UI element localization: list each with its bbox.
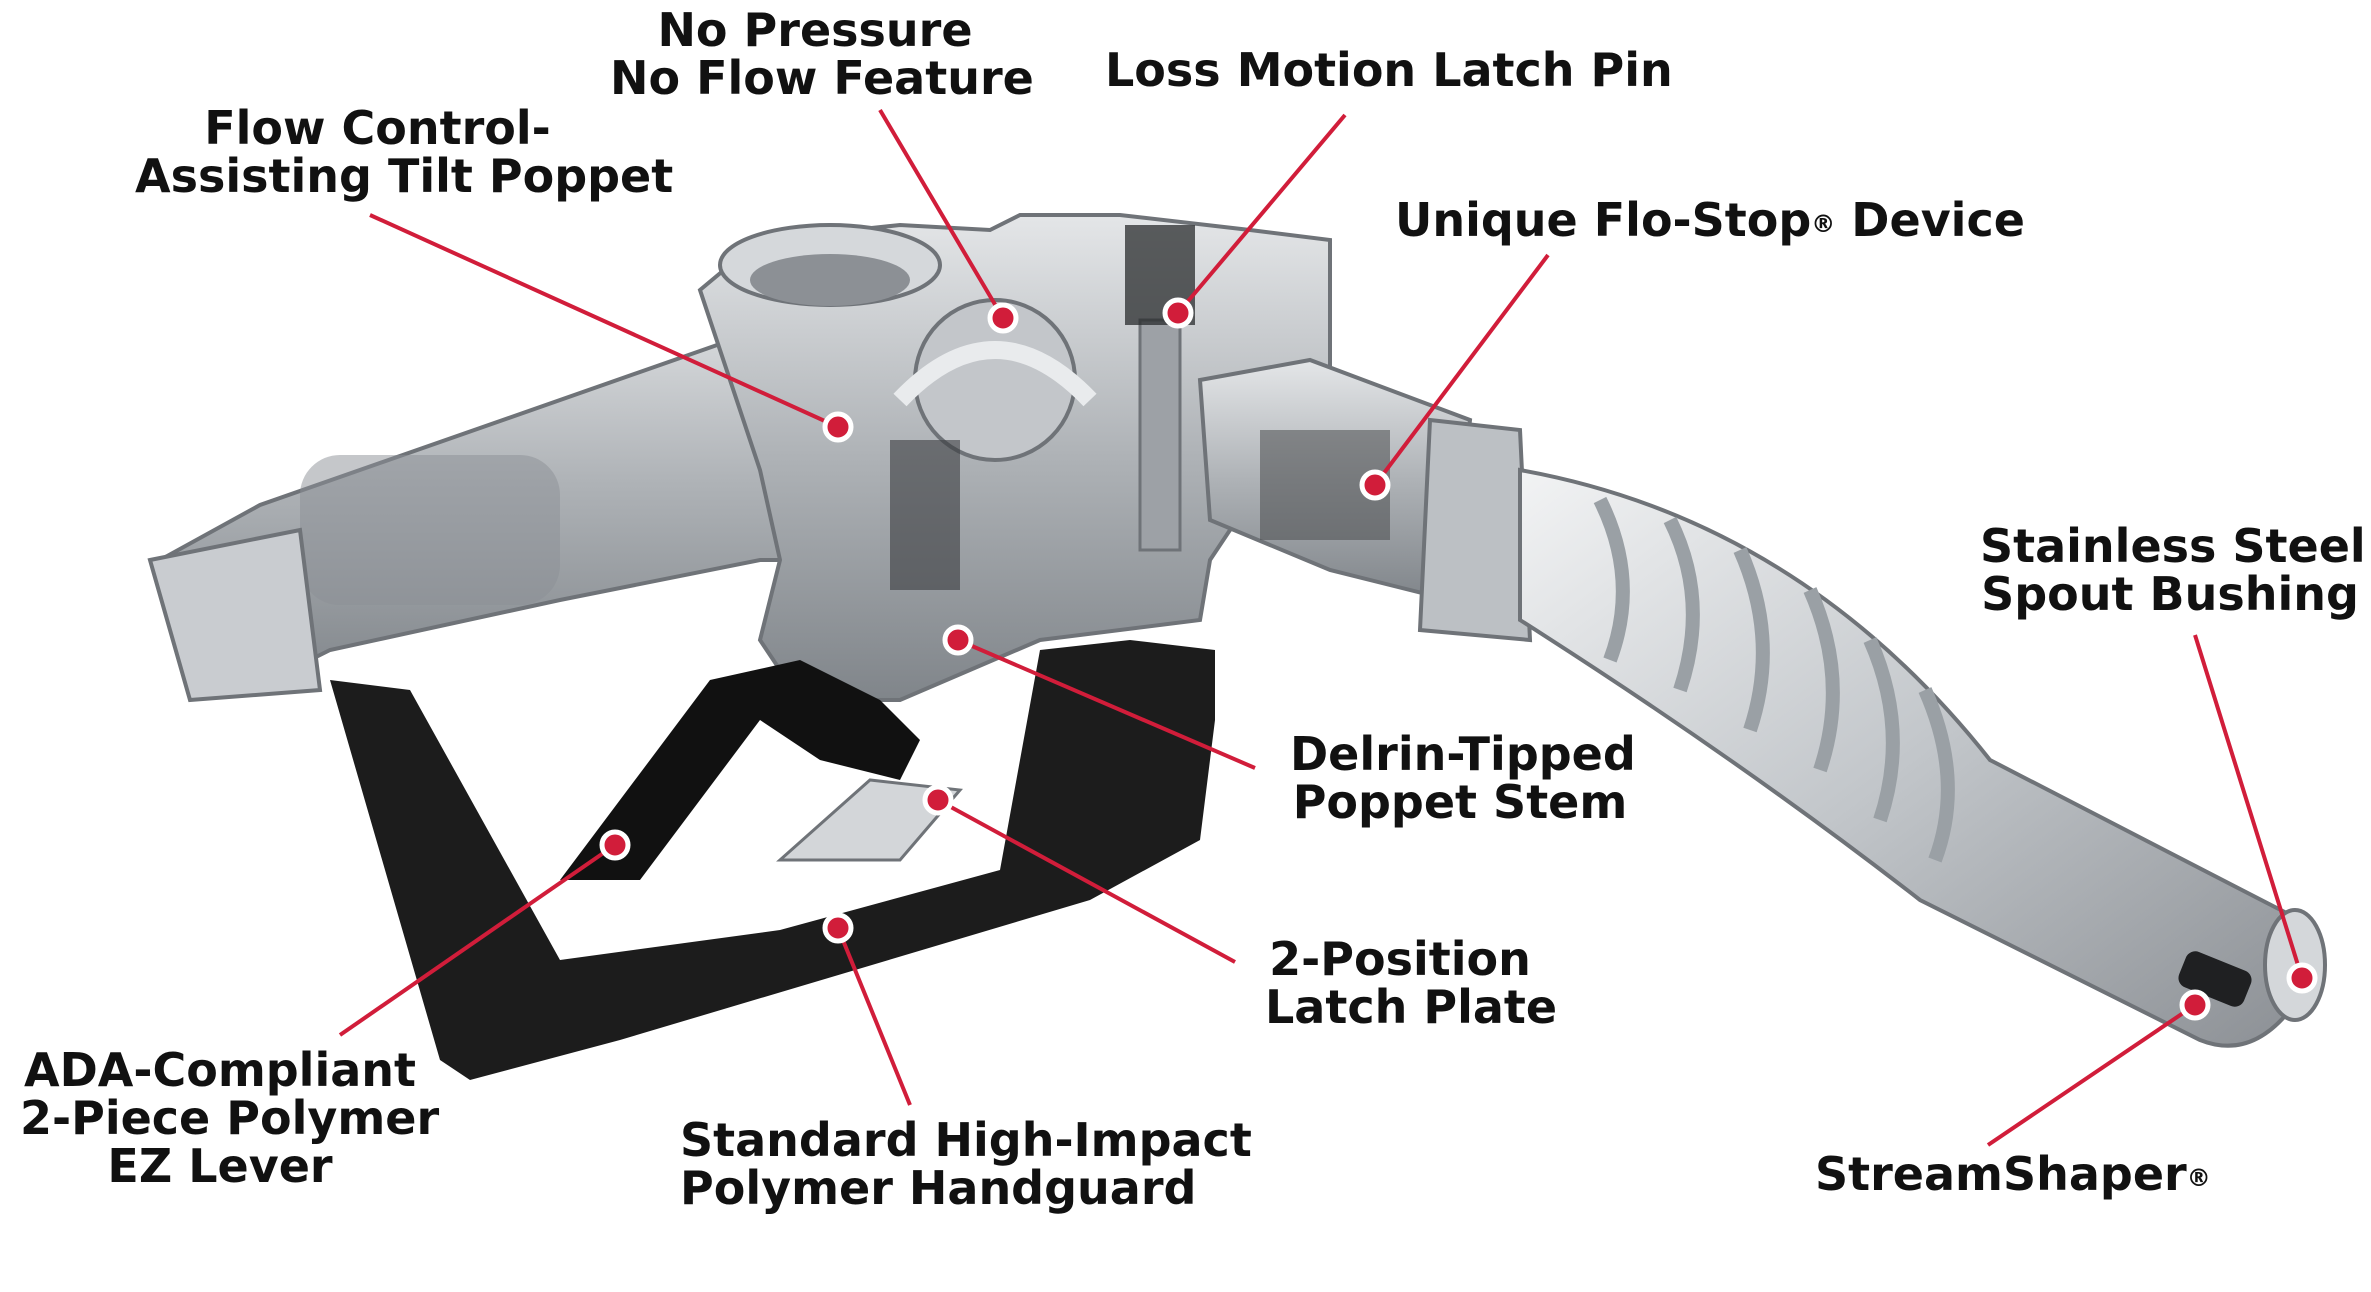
leader-handguard — [836, 927, 912, 1106]
label-line: Stainless Steel — [1980, 519, 2366, 573]
label-line: Spout Bushing — [1981, 567, 2359, 621]
callout-dot-icon — [922, 784, 954, 816]
callout-dot-icon — [2286, 962, 2318, 994]
label-text: StreamShaper — [1815, 1147, 2187, 1201]
registered-mark: ® — [1811, 210, 1836, 238]
label-flo-stop: Unique Flo-Stop® Device — [1395, 193, 2025, 247]
label-delrin: Delrin-Tipped Poppet Stem — [1290, 727, 1636, 829]
callout-dot-icon — [987, 302, 1019, 334]
label-line: Standard High-Impact — [680, 1113, 1252, 1167]
label-stainless: Stainless Steel Spout Bushing — [1980, 519, 2366, 621]
label-line: 2-Piece Polymer — [20, 1091, 440, 1145]
flo-stop-housing — [1197, 357, 1533, 643]
label-ada: ADA-Compliant 2-Piece Polymer EZ Lever — [20, 1043, 440, 1193]
leader-flo-stop — [1373, 253, 1550, 487]
callout-dot-icon — [822, 411, 854, 443]
label-line: Poppet Stem — [1292, 775, 1628, 829]
valve-body — [697, 213, 1332, 702]
leader-ada — [338, 843, 617, 1037]
callout-dot-icon — [1359, 469, 1391, 501]
label-line: EZ Lever — [107, 1139, 333, 1193]
leader-delrin — [957, 638, 1256, 770]
label-loss-motion: Loss Motion Latch Pin — [1105, 43, 1673, 97]
label-line: No Flow Feature — [610, 51, 1034, 105]
label-line: Latch Plate — [1265, 980, 1558, 1034]
callout-dot-icon — [1162, 297, 1194, 329]
label-text: Device — [1835, 193, 2025, 247]
leader-stainless — [2193, 634, 2304, 979]
label-line: 2-Position — [1269, 932, 1531, 986]
label-line: Delrin-Tipped — [1290, 727, 1636, 781]
label-handguard: Standard High-Impact Polymer Handguard — [680, 1113, 1252, 1215]
label-streamshaper: StreamShaper® — [1815, 1150, 2211, 1198]
label-no-pressure: No Pressure No Flow Feature — [610, 3, 1034, 105]
leader-no-pressure — [878, 108, 1005, 320]
callout-dot-icon — [942, 624, 974, 656]
registered-mark: ® — [2186, 1164, 2211, 1192]
label-line: StreamShaper® — [1815, 1150, 2211, 1198]
label-text: Unique Flo-Stop — [1395, 193, 1812, 247]
label-line: Unique Flo-Stop® Device — [1395, 193, 2025, 247]
label-line: No Pressure — [657, 3, 973, 57]
leader-streamshaper — [1986, 1003, 2197, 1147]
handguard — [330, 640, 1215, 1080]
leader-latch-plate — [937, 798, 1236, 964]
label-flow-control: Flow Control- Assisting Tilt Poppet — [135, 101, 674, 203]
callout-dot-icon — [599, 829, 631, 861]
label-latch-plate: 2-Position Latch Plate — [1265, 932, 1558, 1034]
callout-dot-icon — [2179, 989, 2211, 1021]
leader-loss-motion — [1176, 113, 1347, 315]
callout-dot-icon — [822, 912, 854, 944]
label-line: ADA-Compliant — [23, 1043, 416, 1097]
spout — [1518, 467, 2327, 1048]
label-line: Assisting Tilt Poppet — [135, 149, 674, 203]
label-line: Flow Control- — [204, 101, 551, 155]
label-line: Loss Motion Latch Pin — [1105, 43, 1673, 97]
label-line: Polymer Handguard — [680, 1161, 1197, 1215]
leader-flow-control — [369, 213, 839, 429]
